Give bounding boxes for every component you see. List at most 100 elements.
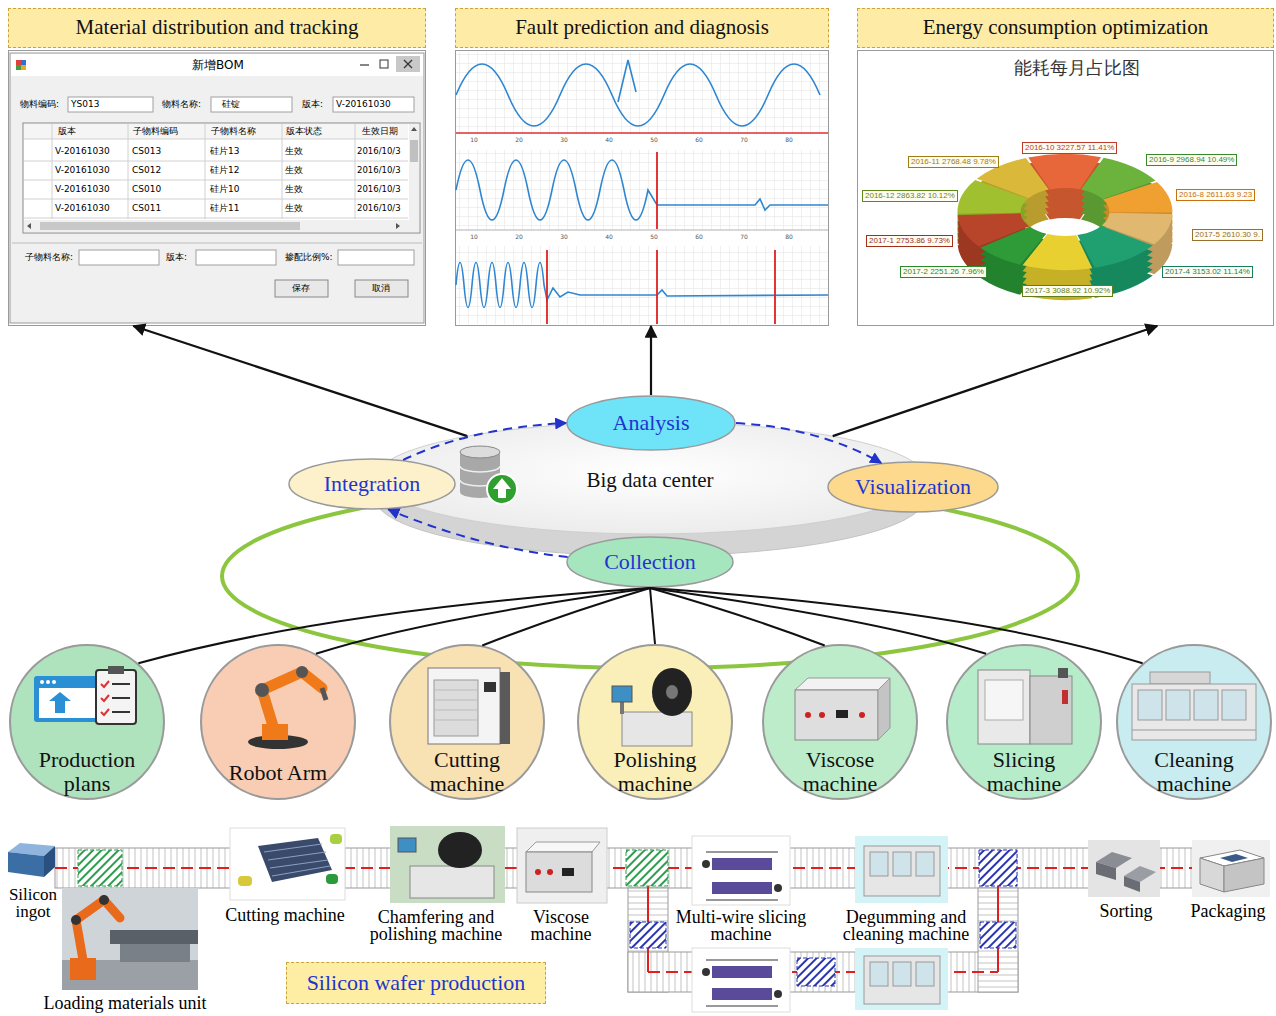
app-icon	[21, 60, 26, 65]
node-label: Big data center	[586, 469, 713, 492]
tank-window	[916, 962, 934, 986]
grid-col-lines	[52, 124, 355, 219]
input-field	[211, 97, 292, 112]
machine-body	[864, 846, 940, 896]
circle-outline	[763, 645, 917, 799]
ellipse-outline	[567, 537, 733, 587]
roller-end	[702, 860, 710, 868]
text-label: 40	[605, 234, 613, 241]
text-label: 生效	[285, 203, 303, 213]
window-dot	[52, 680, 56, 684]
ellipse-outline	[567, 396, 735, 450]
node-label: Collection	[604, 550, 696, 574]
node-label: Viscose machine	[778, 748, 902, 796]
buffer-zone	[980, 922, 1016, 948]
output-arrow	[133, 326, 467, 436]
station-label: Chamfering and polishing machine	[359, 909, 514, 943]
circle-outline	[578, 645, 732, 799]
ellipse-outline	[289, 459, 455, 509]
scrollbar	[24, 220, 419, 232]
window-frame	[10, 53, 424, 323]
energy-donut	[968, 159, 1163, 294]
picture-ground	[517, 828, 607, 903]
signal-wave	[456, 64, 820, 126]
wafers	[1220, 854, 1248, 862]
conveyor-frame	[120, 944, 190, 962]
app-icon	[21, 65, 26, 70]
node-label: Integration	[324, 472, 421, 496]
machine-body	[864, 956, 940, 1004]
light	[1058, 668, 1068, 678]
text-label: 40	[605, 137, 613, 144]
text-label: 10	[470, 234, 478, 241]
text-label: 生效	[285, 165, 303, 175]
fault-marker	[656, 250, 658, 324]
text-label: 能耗每月占比图	[1014, 58, 1140, 79]
scroll-thumb	[410, 140, 418, 162]
plan-icon	[34, 666, 136, 724]
cutting-picture	[230, 828, 345, 900]
input-field	[333, 97, 414, 112]
station-label: Loading materials unit	[44, 995, 207, 1012]
buffer-zone	[626, 850, 668, 886]
tank-window	[1222, 690, 1246, 720]
node-label: Fault prediction and diagnosis	[515, 16, 769, 39]
station-label: Sorting	[1099, 903, 1152, 920]
separator	[12, 243, 422, 244]
text-label: 物料名称:	[162, 99, 201, 109]
window-icon	[34, 676, 100, 722]
collection-line	[650, 588, 655, 644]
station-label: Viscose machine	[519, 909, 603, 943]
text-label: CS010	[132, 184, 161, 194]
roller-end	[702, 968, 710, 976]
text-label: V-20161030	[55, 203, 110, 213]
text-label: 20	[515, 137, 523, 144]
clipboard-clip	[108, 666, 124, 674]
loading-unit-photo	[62, 888, 198, 990]
text-label: 硅锭	[222, 99, 240, 109]
panel-header: Material distribution and tracking	[8, 8, 426, 48]
picture-ground	[390, 826, 505, 903]
machine-side	[878, 678, 890, 740]
text-label: 30	[560, 234, 568, 241]
picture-ground	[1192, 840, 1270, 897]
knob	[859, 712, 865, 718]
robot-arm-icon	[248, 666, 326, 749]
circle-outline	[201, 645, 355, 799]
slicing-picture	[692, 836, 790, 905]
database-icon	[460, 446, 517, 504]
text-label: 60	[695, 234, 703, 241]
output-arrow	[833, 326, 1157, 436]
data-callout: 2016-8 2611.63 9.23	[1176, 189, 1255, 200]
cleaning-picture	[855, 948, 948, 1010]
conveyor	[110, 930, 198, 944]
text-label: V-20161030	[336, 99, 391, 109]
robot-joint	[296, 666, 308, 678]
data-callout: 2016-11 2768.48 9.78%	[908, 156, 999, 167]
data-callout: 2016-10 3227.57 11.41%	[1022, 142, 1117, 153]
fault-charts	[456, 52, 828, 324]
node-label: Visualization	[855, 475, 971, 499]
text-label: 60	[695, 137, 703, 144]
process-ellipse: Integration	[288, 458, 456, 510]
donut-top	[968, 159, 1163, 264]
machine-door	[434, 680, 478, 736]
signal-wave	[456, 160, 828, 220]
window-icon	[39, 688, 95, 718]
output-arrow	[650, 326, 652, 395]
fault-marker	[774, 250, 776, 324]
collection-line	[316, 588, 650, 654]
viscose-picture	[517, 828, 607, 903]
ingot-side	[44, 846, 55, 877]
wire-roller	[712, 966, 772, 978]
text-label: 硅片12	[210, 165, 239, 175]
machine-top	[795, 678, 890, 690]
node-label: Polishing machine	[593, 748, 717, 796]
text-label: YS013	[71, 99, 99, 109]
tank-window	[916, 852, 934, 876]
machine-front	[526, 852, 592, 892]
disc-hub	[666, 685, 678, 699]
text-label: 版本状态	[286, 126, 322, 136]
part	[330, 834, 342, 844]
node-label: Silicon wafer production	[307, 971, 526, 995]
